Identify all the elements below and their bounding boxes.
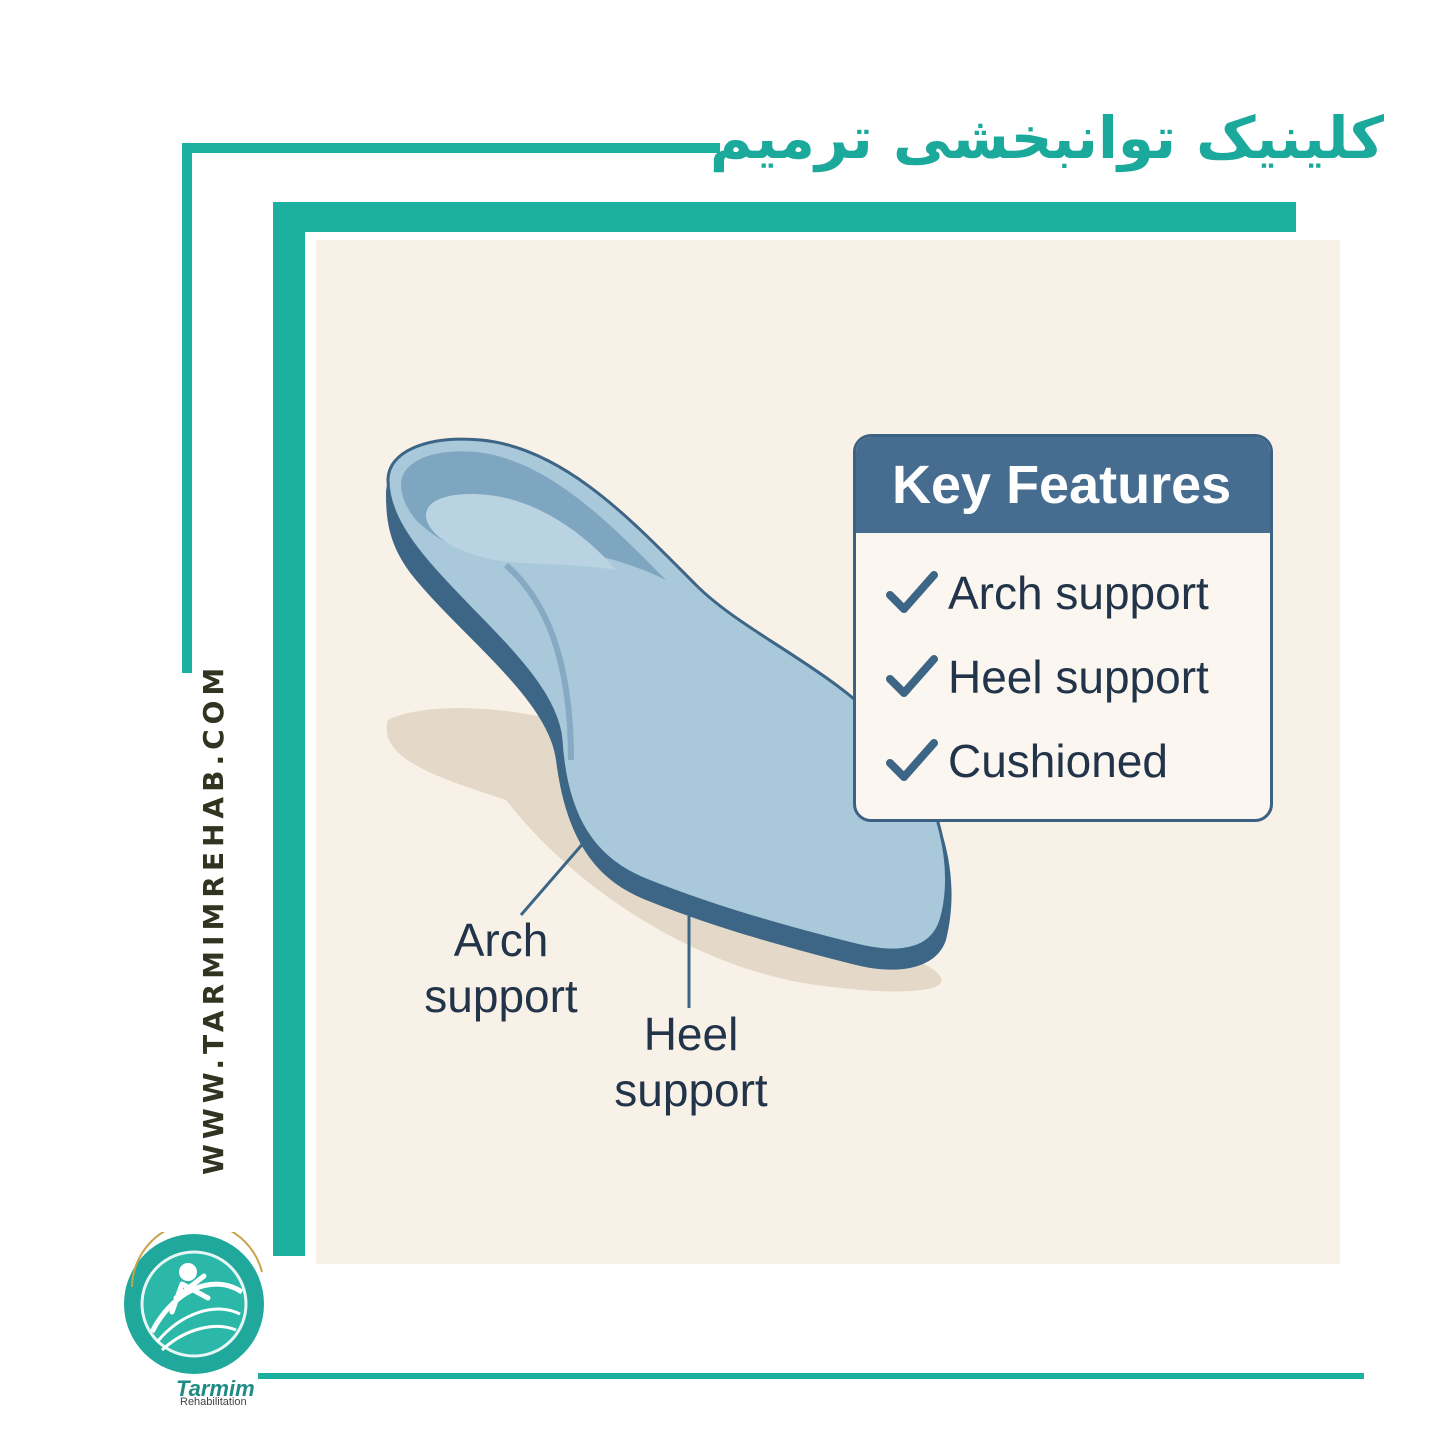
heel-callout-line2: support bbox=[614, 1064, 768, 1116]
heel-callout-line1: Heel bbox=[643, 1008, 739, 1060]
heel-support-callout: Heel support bbox=[606, 1006, 776, 1118]
key-features-title: Key Features bbox=[856, 437, 1270, 533]
illustration-panel: Key Features Arch support Heel support bbox=[316, 240, 1340, 1264]
check-icon bbox=[886, 739, 938, 781]
feature-item: Cushioned bbox=[856, 719, 1270, 803]
frame-line-left-thin bbox=[182, 143, 192, 673]
arch-callout-line1: Arch bbox=[453, 914, 549, 966]
arch-leader-line bbox=[519, 839, 588, 916]
feature-item: Heel support bbox=[856, 635, 1270, 719]
feature-label: Cushioned bbox=[948, 735, 1168, 787]
check-icon bbox=[886, 571, 938, 613]
insole-arch-contour bbox=[504, 562, 574, 761]
logo-subtitle: Rehabilitation bbox=[180, 1396, 247, 1408]
frame-line-top-thin bbox=[182, 143, 720, 153]
frame-line-left-thick bbox=[273, 202, 305, 1256]
logo-emblem-icon bbox=[124, 1221, 264, 1374]
insole-illustration bbox=[386, 437, 952, 1008]
frame-line-top-thick bbox=[273, 202, 1296, 232]
arch-callout-line2: support bbox=[424, 970, 578, 1022]
insole-top bbox=[386, 437, 949, 952]
website-url: WWW.TARMIMREHAB.COM bbox=[197, 662, 230, 1175]
tarmim-logo[interactable]: Tarmim Rehabilitation bbox=[112, 1221, 282, 1422]
feature-item: Arch support bbox=[856, 551, 1270, 635]
insole-heel-pad bbox=[426, 494, 616, 570]
feature-list: Arch support Heel support Cushioned bbox=[856, 551, 1270, 803]
check-icon bbox=[886, 655, 938, 697]
feature-label: Arch support bbox=[948, 567, 1209, 619]
frame-line-bottom bbox=[258, 1373, 1364, 1379]
page-title: کلینیک توانبخشی ترمیم bbox=[709, 104, 1384, 172]
arch-support-callout: Arch support bbox=[416, 912, 586, 1024]
feature-label: Heel support bbox=[948, 651, 1209, 703]
key-features-card: Key Features Arch support Heel support bbox=[853, 434, 1273, 822]
logo-name: Tarmim bbox=[176, 1376, 255, 1401]
